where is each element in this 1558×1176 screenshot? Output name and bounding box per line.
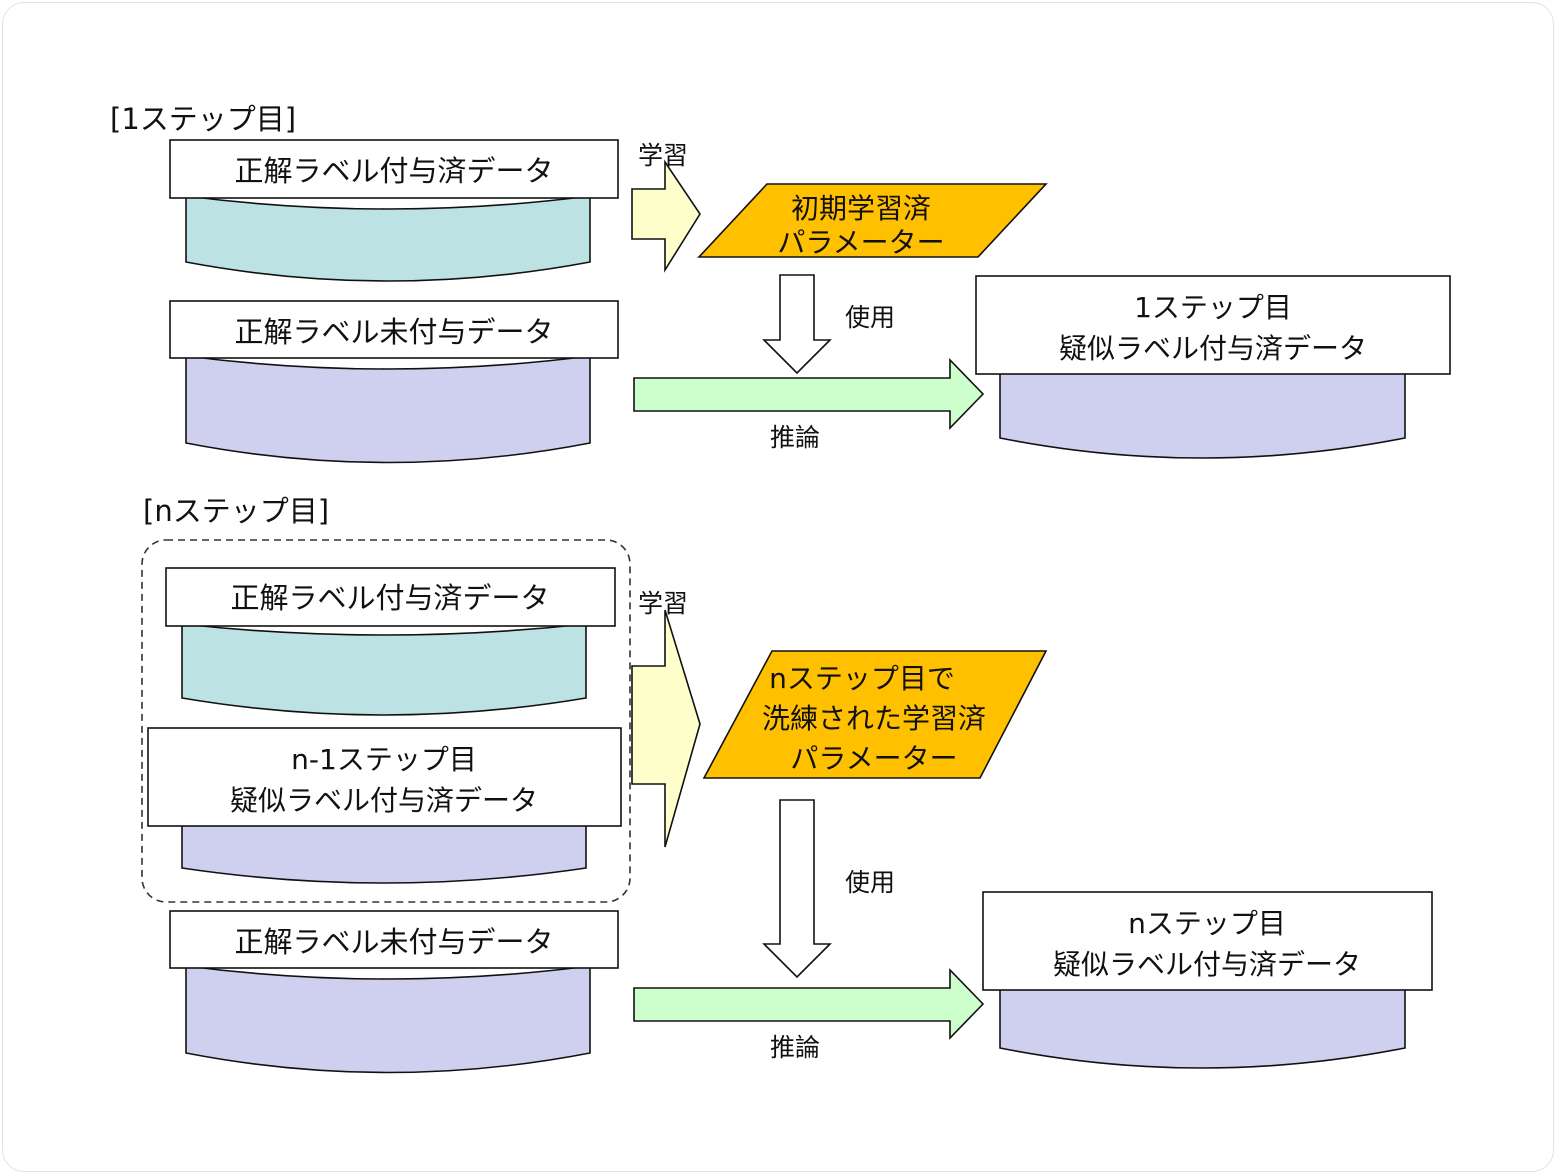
- stepn-training-data-group: [141, 539, 631, 903]
- step1-heading: [1ステップ目]: [110, 102, 296, 136]
- stepn-unlabeled-cylinder: [185, 965, 591, 1074]
- step1-labeled-data-store: 正解ラベル付与済データ: [169, 139, 619, 282]
- step1-unlabeled-data-store: 正解ラベル未付与データ: [169, 300, 619, 464]
- step1-labeled-data-box: [169, 139, 619, 199]
- step1-output-data-box: [975, 275, 1451, 375]
- stepn-previous-pseudo-box: [147, 727, 622, 827]
- step1-parameters-line2: パラメーター: [777, 226, 944, 259]
- step1-unlabeled-data-label: 正解ラベル未付与データ: [234, 315, 553, 349]
- stepn-previous-pseudo-data-store: n-1ステップ目 疑似ラベル付与済データ: [147, 727, 622, 884]
- stepn-parameters-line2: 洗練された学習済: [762, 702, 986, 735]
- step1-parameters-line1: 初期学習済: [791, 192, 931, 225]
- stepn-parameters-line1: nステップ目で: [769, 662, 955, 695]
- stepn-output-data-store: nステップ目 疑似ラベル付与済データ: [982, 891, 1433, 1069]
- step1-use-arrow-icon: [762, 274, 832, 375]
- stepn-unlabeled-data-store: 正解ラベル未付与データ: [169, 910, 619, 1074]
- stepn-use-label: 使用: [845, 868, 895, 897]
- step1-output-line1: 1ステップ目: [1134, 291, 1292, 324]
- stepn-output-line2: 疑似ラベル付与済データ: [1053, 948, 1361, 981]
- step1-infer-arrow-icon: [633, 358, 985, 430]
- stepn-previous-pseudo-line2: 疑似ラベル付与済データ: [230, 784, 538, 817]
- stepn-output-line1: nステップ目: [1128, 907, 1286, 940]
- stepn-labeled-data-label: 正解ラベル付与済データ: [230, 581, 549, 615]
- stepn-use-arrow-icon: [762, 799, 832, 979]
- stepn-parameters-line3: パラメーター: [790, 742, 957, 775]
- stepn-labeled-data-box: [165, 567, 616, 627]
- step1-infer-label: 推論: [770, 423, 820, 452]
- step1-learn-label: 学習: [638, 141, 688, 170]
- stepn-unlabeled-data-label: 正解ラベル未付与データ: [234, 925, 553, 959]
- step1-learn-arrow-icon: [631, 159, 701, 273]
- stepn-learn-label: 学習: [638, 589, 688, 618]
- stepn-labeled-cylinder: [181, 623, 587, 716]
- stepn-parameters-shape: [702, 650, 1048, 779]
- step1-use-label: 使用: [845, 303, 895, 332]
- stepn-output-data-box: [982, 891, 1433, 991]
- stepn-infer-arrow-icon: [633, 968, 985, 1040]
- stepn-unlabeled-data-box: [169, 910, 619, 969]
- stepn-learn-arrow-icon: [631, 609, 701, 848]
- step1-labeled-data-label: 正解ラベル付与済データ: [234, 154, 553, 188]
- step1-parameters-shape: [697, 183, 1048, 258]
- stepn-heading: [nステップ目]: [143, 494, 329, 528]
- step1-output-line2: 疑似ラベル付与済データ: [1059, 332, 1367, 365]
- stepn-previous-pseudo-cylinder: [181, 823, 587, 884]
- step1-labeled-cylinder: [185, 195, 591, 282]
- stepn-previous-pseudo-line1: n-1ステップ目: [291, 743, 477, 776]
- stepn-output-cylinder: [999, 987, 1406, 1069]
- step1-unlabeled-cylinder: [185, 355, 591, 464]
- step1-output-cylinder: [999, 371, 1406, 459]
- step1-unlabeled-data-box: [169, 300, 619, 359]
- stepn-infer-label: 推論: [770, 1033, 820, 1062]
- step1-output-data-store: 1ステップ目 疑似ラベル付与済データ: [975, 275, 1451, 459]
- stepn-labeled-data-store: 正解ラベル付与済データ: [165, 567, 616, 716]
